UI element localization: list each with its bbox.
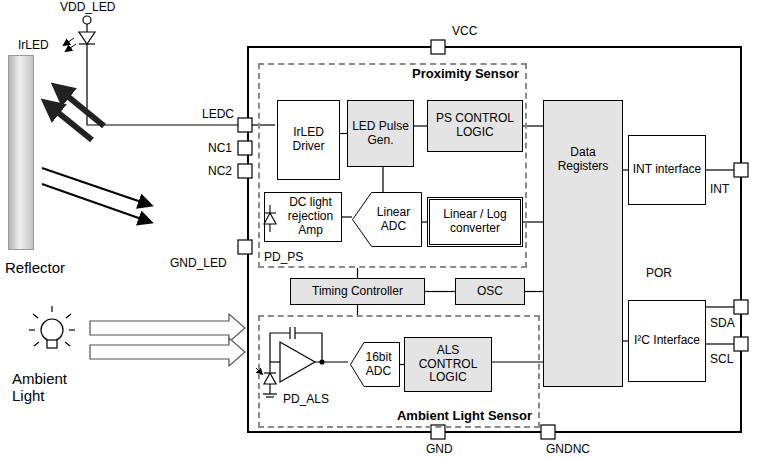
pin-name: NC1 (208, 141, 232, 155)
control-logic-box: ALS CONTROL LOGIC (404, 337, 492, 392)
adc-shape: 16bit ADC (350, 342, 400, 387)
block-label: Ambient Light Sensor (397, 409, 532, 424)
signal-line (342, 216, 352, 217)
block-label: Reflector (5, 259, 65, 276)
integrator-amp (256, 327, 348, 397)
supply-name: VDD_LED (60, 0, 115, 14)
pin-name: SCL (710, 352, 733, 366)
pin-name: GNDNC (546, 442, 590, 456)
adc-shape: Linear ADC (352, 192, 422, 247)
part-name: PD_PS (264, 250, 303, 264)
pin-name: INT (710, 182, 729, 196)
ambient-arrows (90, 314, 245, 366)
register-block: Data Registers (543, 100, 623, 387)
signal-line (382, 167, 383, 192)
pin-name: SDA (710, 316, 735, 330)
block-label: Proximity Sensor (412, 67, 519, 82)
block-label: IrLED Driver (281, 126, 336, 154)
pin-name: LEDC (202, 107, 234, 121)
amplifier-box: DC light rejection Amp (264, 192, 342, 242)
pin-name: VCC (452, 24, 477, 38)
timing-box: Timing Controller (290, 278, 425, 305)
signal-line (357, 268, 358, 278)
adc-outline (351, 343, 400, 387)
block-label: ALS CONTROL LOGIC (408, 344, 488, 385)
reflector-plate: Reflector (8, 55, 34, 250)
control-logic-box: PS CONTROL LOGIC (427, 100, 523, 152)
pulse-generator-box: LED Pulse Gen. (347, 100, 414, 167)
interface-box: INT interface (628, 135, 706, 205)
pin-name: NC2 (208, 164, 232, 178)
block-label: Linear / Log converter (433, 208, 517, 236)
block-label: I²C Interface (634, 334, 700, 348)
part-name: PD_ALS (283, 392, 329, 406)
signal-line (492, 361, 543, 362)
photodiode-ps (264, 205, 276, 232)
light-bulb (29, 306, 75, 348)
light-rays (42, 90, 150, 222)
signal-line (340, 133, 347, 134)
block-label: INT interface (633, 163, 701, 177)
ir-led-symbol (64, 16, 238, 125)
block-label: OSC (477, 285, 503, 299)
signal-line (425, 291, 455, 292)
component-name: IrLED (18, 38, 49, 52)
block-label: Data Registers (547, 146, 619, 174)
block-label: Timing Controller (312, 285, 403, 299)
oscillator-box: OSC (455, 278, 525, 305)
interface-box: I²C Interface (628, 300, 706, 382)
converter-box: Linear / Log converter (427, 197, 523, 247)
block-label: LED Pulse Gen. (351, 120, 410, 148)
block-label: PS CONTROL LOGIC (431, 112, 519, 140)
pins (238, 40, 748, 439)
signal-line (357, 305, 358, 315)
pin-name: GND (426, 442, 453, 456)
chip-outline (248, 47, 741, 432)
driver-box: IrLED Driver (277, 100, 340, 180)
sensor-region: Ambient Light Sensor 16bit ADC ALS CONTROL… (258, 315, 540, 428)
sensor-region: Proximity SensorIrLED Driver LED Pulse Ge… (258, 63, 527, 268)
adc-outline (353, 193, 422, 247)
block-label: 16bit ADC (360, 351, 397, 379)
pin-name: GND_LED (170, 256, 227, 270)
signal-line (414, 125, 427, 126)
block-name: POR (646, 266, 672, 280)
source-name: Ambient Light (12, 370, 76, 404)
signal-line (525, 291, 543, 292)
block-label: Linear ADC (368, 206, 419, 234)
block-label: DC light rejection Amp (283, 196, 338, 237)
